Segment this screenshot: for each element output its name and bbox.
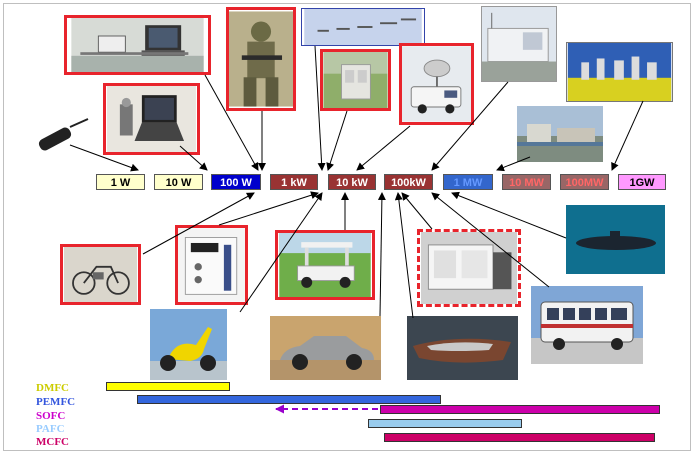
photo-power-station: [566, 42, 673, 102]
arrow-container-to-100kw: [431, 81, 509, 171]
power-1gw-label: 1GW: [629, 177, 655, 189]
arrow-home-to-10kw: [326, 110, 348, 171]
power-1gw: 1GW: [618, 174, 666, 190]
arrow-van-to-10kw: [356, 125, 411, 171]
bar-mcfc: [384, 433, 655, 442]
arrow-laptop-to-10w: [179, 145, 208, 171]
arrow-bike-to-100w: [142, 192, 255, 255]
photo-city-bus: [531, 286, 643, 364]
power-10kw: 10 kW: [328, 174, 376, 190]
slide-frame: [3, 3, 691, 451]
power-100mw: 100MW: [560, 174, 609, 190]
photo-aircraft-formation: [301, 8, 425, 46]
power-10mw: 10 MW: [502, 174, 551, 190]
arrow-car-to-100kw: [377, 192, 386, 317]
bar-pafc: [368, 419, 522, 428]
power-1mw-label: 1 MW: [453, 177, 483, 189]
power-100kw: 100kW: [384, 174, 433, 190]
tech-label-pemfc: PEMFC: [36, 396, 76, 408]
photo-phone-device: [30, 115, 92, 159]
photo-scooter: [150, 309, 227, 380]
power-100mw-label: 100MW: [565, 177, 604, 189]
power-1kw-label: 1 kW: [281, 177, 307, 189]
photo-portable-generator: [175, 225, 248, 305]
photo-generator-container: [417, 229, 521, 307]
power-100w: 100 W: [211, 174, 261, 190]
photo-container-plant: [481, 6, 557, 82]
power-10kw-label: 10 kW: [336, 177, 368, 189]
arrow-aircraft-to-1kw: [314, 45, 326, 171]
bar-sofc: [380, 405, 660, 414]
photo-sedan-car: [270, 316, 381, 380]
power-100kw-label: 100kW: [391, 177, 426, 189]
power-1kw: 1 kW: [270, 174, 318, 190]
power-10w-label: 10 W: [165, 177, 192, 189]
power-100w-label: 100 W: [220, 177, 252, 189]
bar-pemfc: [137, 395, 441, 404]
photo-soldier: [226, 7, 296, 111]
arrow-bus-to-100kw: [431, 192, 550, 288]
tech-label-mcfc: MCFC: [36, 436, 69, 448]
tech-label-sofc: SOFC: [36, 410, 66, 422]
photo-residential-unit: [320, 49, 391, 111]
photo-electric-bicycle: [60, 244, 141, 305]
photo-golf-cart: [275, 230, 375, 300]
arrow-industrial-to-1mw: [496, 156, 531, 172]
photo-speedboat: [407, 316, 518, 380]
photo-broadcast-van: [399, 43, 474, 125]
arrow-generator-to-1kw: [218, 191, 319, 226]
arrow-phone-to-1w: [69, 144, 139, 172]
arrow-lab-to-100w: [204, 74, 259, 171]
power-10mw-label: 10 MW: [509, 177, 544, 189]
photo-submarine: [566, 205, 665, 274]
photo-laptop-fuel-cell: [103, 83, 200, 155]
arrow-boat-to-100kw: [394, 192, 414, 319]
power-10w: 10 W: [154, 174, 203, 190]
arrow-plant-to-1gw: [611, 100, 644, 171]
bar-dmfc: [106, 382, 230, 391]
arrow-scooter-to-1kw: [239, 192, 323, 313]
tech-label-dmfc: DMFC: [36, 382, 69, 394]
arrow-genset-to-100kw: [401, 192, 433, 230]
power-1mw: 1 MW: [443, 174, 493, 190]
photo-industrial-site: [517, 106, 603, 162]
tech-label-pafc: PAFC: [36, 423, 65, 435]
power-1w: 1 W: [96, 174, 145, 190]
power-1w-label: 1 W: [110, 177, 131, 189]
arrow-sub-to-1mw: [451, 191, 567, 239]
photo-lab-laptop: [64, 15, 211, 75]
